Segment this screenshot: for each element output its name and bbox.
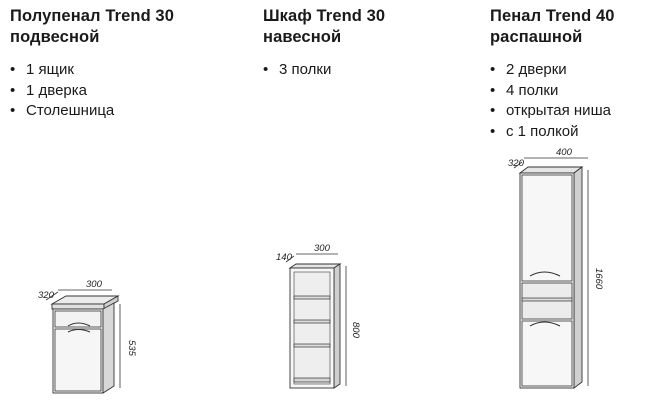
shelf: [293, 319, 331, 324]
height-dim-label: 535: [126, 340, 137, 357]
depth-dim-line: [513, 161, 523, 169]
depth-dim-label: 320: [38, 290, 55, 301]
lower-door-handle: [529, 321, 561, 327]
feature-item: 1 ящик: [10, 60, 240, 81]
shelf: [293, 295, 331, 300]
feature-list: 3 полки: [263, 60, 463, 81]
door-handle: [67, 329, 91, 333]
upper-door: [521, 174, 573, 282]
product-title-line1: Шкаф Trend 30: [263, 7, 386, 25]
feature-item: с 1 полкой: [490, 122, 648, 143]
depth-dim-label: 320: [508, 158, 525, 169]
product-title: Полупенал Trend 30 подвесной: [10, 6, 240, 48]
cabinet-top: [288, 263, 342, 269]
shelf: [293, 343, 331, 348]
feature-item: 1 дверка: [10, 81, 240, 102]
bottom-panel: [293, 377, 331, 383]
product-title-line2: распашной: [490, 28, 583, 46]
feature-item: Столешница: [10, 101, 240, 122]
product-card-wall-cabinet: Шкаф Trend 30 навесной 3 полки: [263, 6, 463, 81]
width-dim-label: 300: [314, 243, 331, 254]
product-card-half-cabinet: Полупенал Trend 30 подвесной 1 ящик 1 дв…: [10, 6, 240, 122]
product-title: Шкаф Trend 30 навесной: [263, 6, 463, 48]
feature-item: открытая ниша: [490, 101, 648, 122]
product-title-line1: Пенал Trend 40: [490, 7, 615, 25]
drawer-front: [54, 310, 102, 328]
countertop-edge: [51, 303, 105, 310]
product-card-tall-cabinet: Пенал Trend 40 распашной 2 дверки 4 полк…: [490, 6, 648, 142]
wall-cabinet-drawing: 140 300 800: [276, 243, 361, 389]
niche-shelf: [521, 297, 573, 302]
product-title-line2: навесной: [263, 28, 342, 46]
cabinet-top: [518, 166, 584, 174]
cabinet-interior: [293, 271, 331, 385]
feature-item: 2 дверки: [490, 60, 648, 81]
lower-door: [521, 320, 573, 387]
door-front: [54, 328, 102, 392]
feature-item: 4 полки: [490, 81, 648, 102]
width-dim-label: 400: [556, 147, 573, 158]
height-dim-label: 800: [350, 322, 361, 339]
half-cabinet-drawing: 320 300 535: [38, 279, 137, 394]
width-dim-label: 300: [86, 279, 103, 290]
feature-item: 3 полки: [263, 60, 463, 81]
cabinet-side: [573, 166, 583, 389]
feature-list: 2 дверки 4 полки открытая ниша с 1 полко…: [490, 60, 648, 142]
cabinet-side: [102, 302, 115, 394]
depth-dim-line: [45, 291, 59, 301]
feature-list: 1 ящик 1 дверка Столешница: [10, 60, 240, 122]
product-title: Пенал Trend 40 распашной: [490, 6, 648, 48]
countertop-side: [103, 295, 119, 310]
cabinet-side: [333, 263, 341, 389]
product-title-line2: подвесной: [10, 28, 100, 46]
drawer-handle: [67, 322, 91, 327]
upper-door-handle: [529, 271, 561, 277]
height-dim-label: 1660: [593, 268, 604, 290]
tall-cabinet-drawing: 320 400 1660: [508, 147, 604, 389]
depth-dim-line: [285, 255, 295, 263]
product-title-line1: Полупенал Trend 30: [10, 7, 174, 25]
depth-dim-label: 140: [276, 252, 293, 263]
